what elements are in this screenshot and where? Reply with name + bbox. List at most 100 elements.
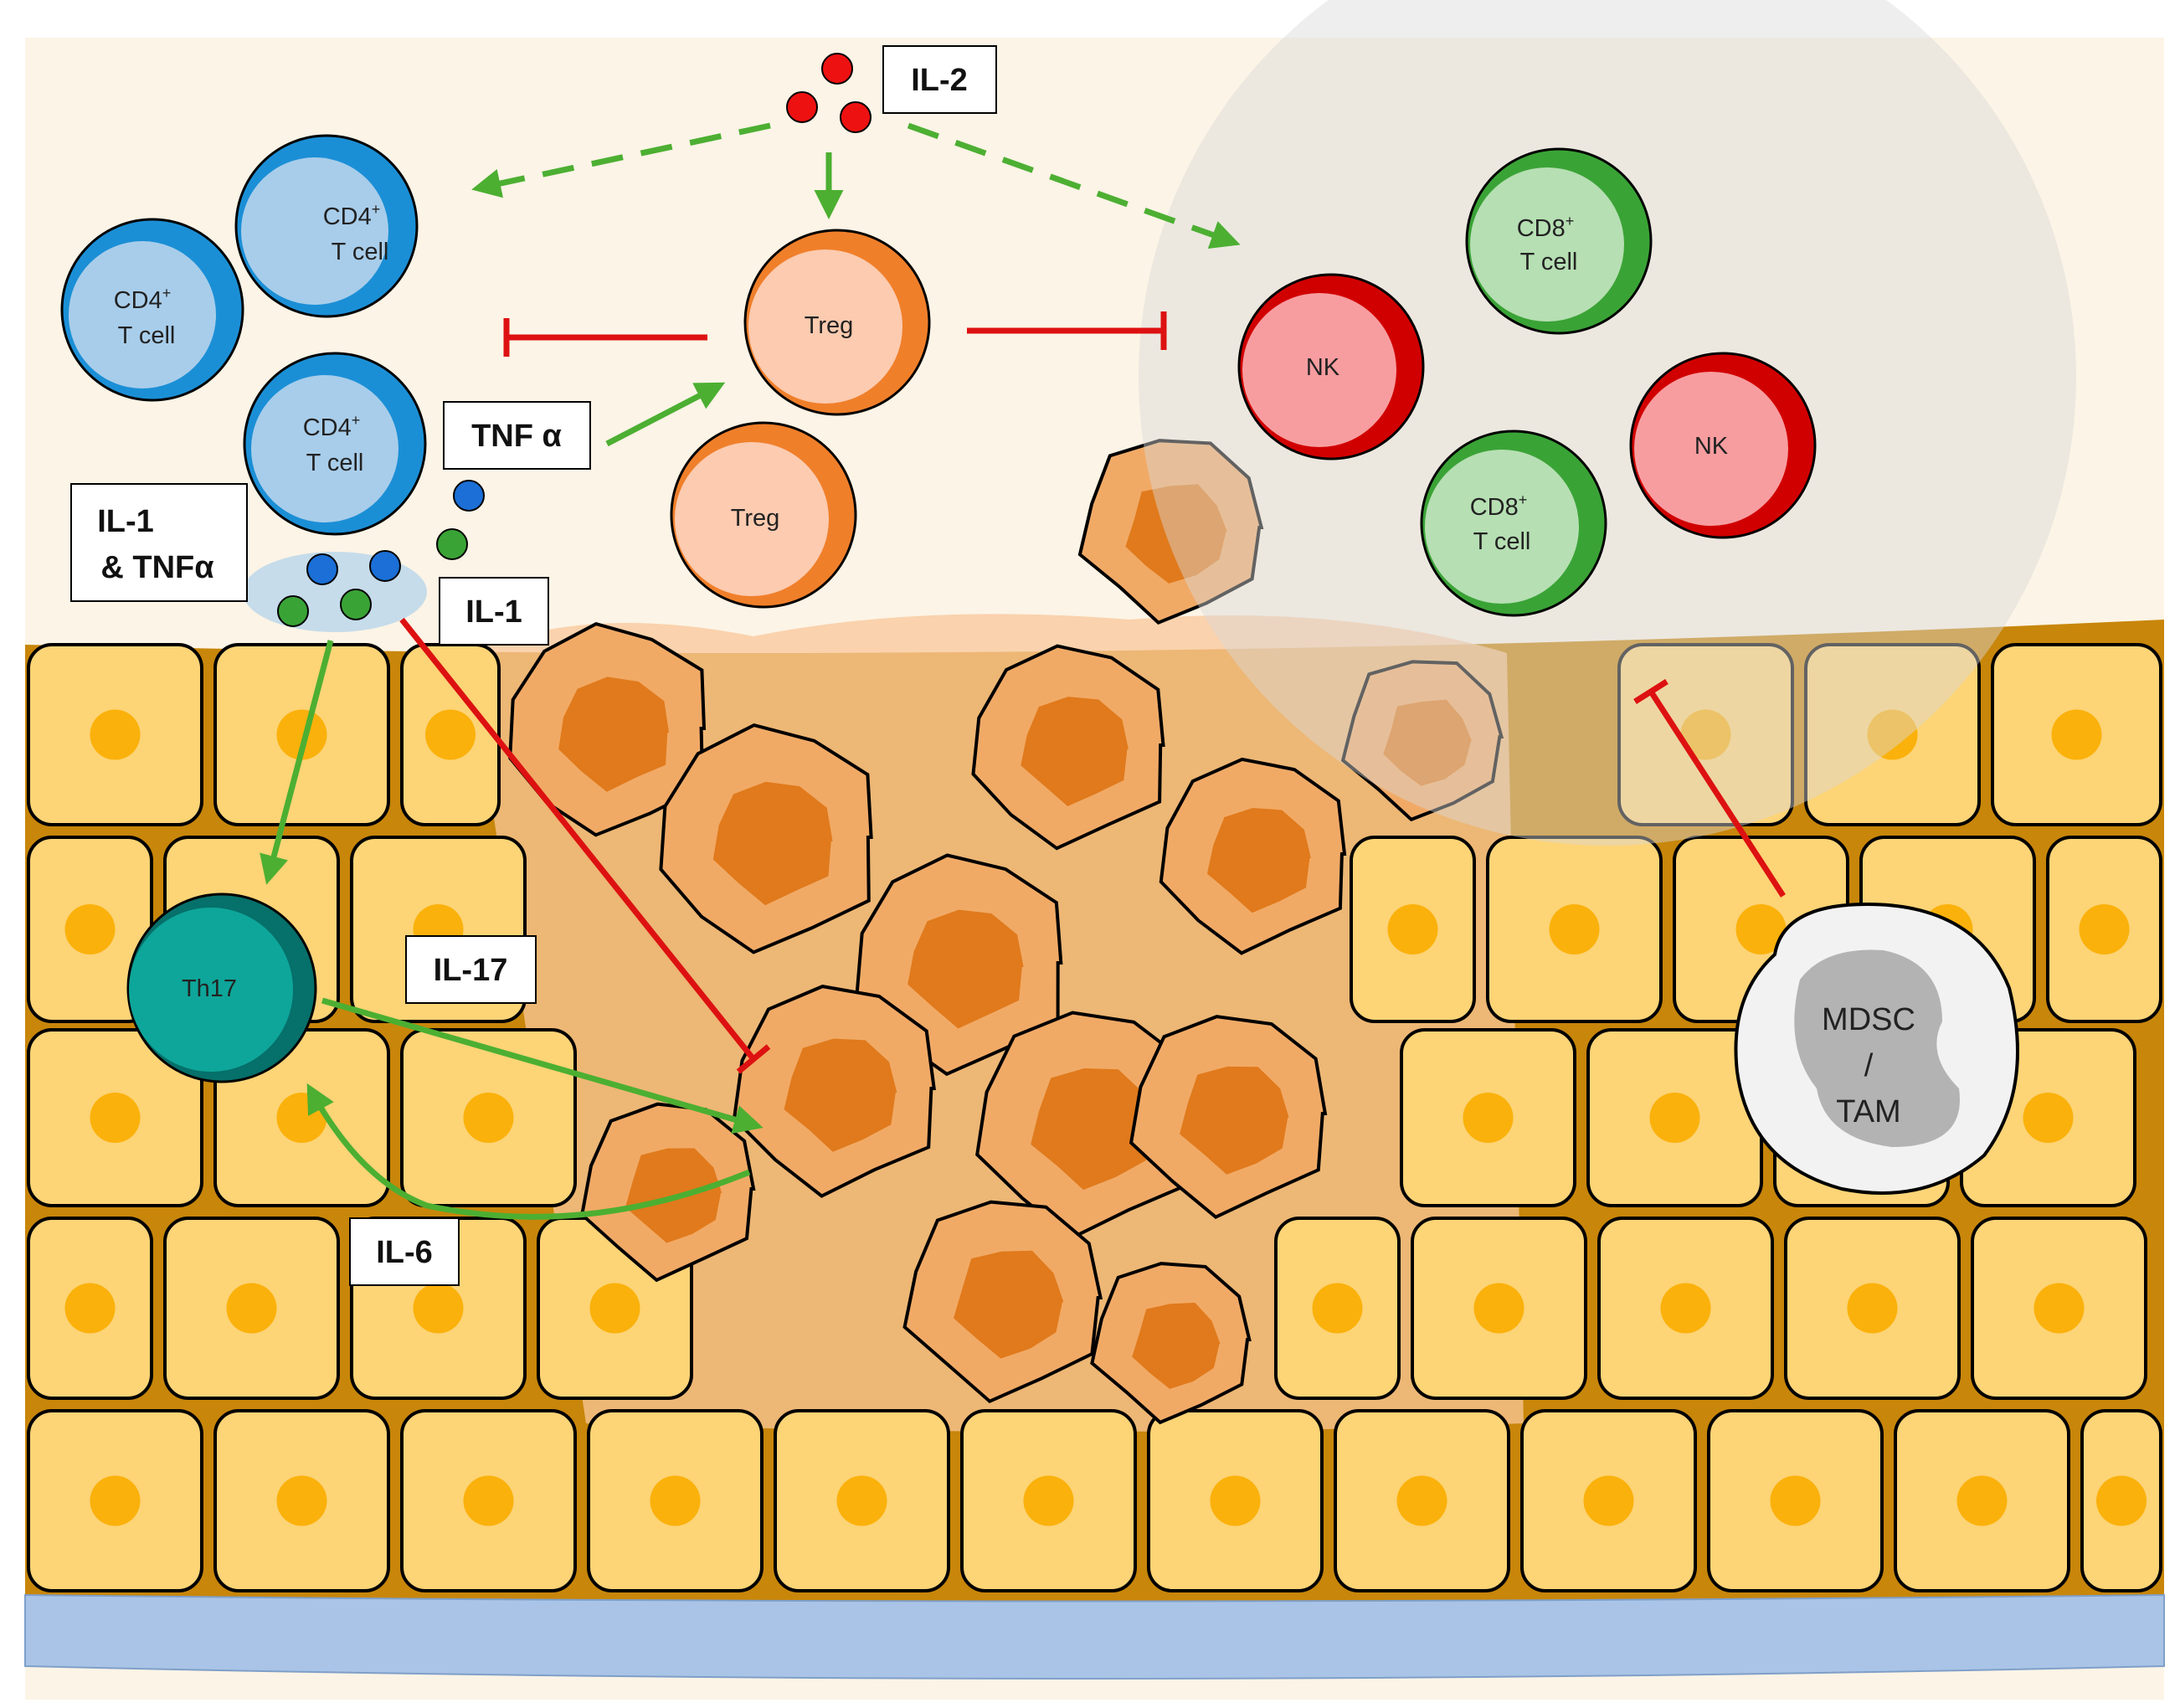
il1-tnfa-label-box: IL-1 & TNFα	[70, 483, 248, 602]
cd4-sup: +	[372, 201, 381, 218]
epithelial-cell	[1274, 1217, 1401, 1400]
epithelial-cell	[400, 643, 501, 826]
nk-label: NK	[1306, 354, 1340, 381]
treg-cell: Treg	[670, 421, 857, 609]
cd8-t-cell: CD8+ T cell	[1465, 147, 1653, 335]
activation-arrows	[260, 122, 1241, 1220]
tumor-cell	[1129, 1015, 1328, 1220]
cd4-label: CD4	[114, 287, 162, 314]
il6-label: IL-6	[376, 1235, 433, 1270]
cd8-sup: +	[1519, 491, 1528, 508]
il1-label: IL-1	[465, 594, 522, 630]
cd8-t-cell: CD8+ T cell	[1420, 430, 1607, 617]
th17-label: Th17	[182, 975, 237, 1002]
mdsc-slash: /	[1864, 1048, 1874, 1083]
il2-molecules	[786, 53, 871, 133]
cd4-label: CD4	[323, 203, 372, 230]
il1-tnfa-cytokine-cloud	[243, 480, 485, 632]
cd4-sup: +	[352, 412, 361, 429]
epithelial-cell	[27, 1028, 203, 1207]
mdsc-tam-cell: MDSC / TAM	[1734, 902, 2019, 1195]
epithelial-cell	[400, 1028, 577, 1207]
tumor-cell	[1077, 439, 1264, 625]
tumor-cell-cluster	[508, 439, 1504, 1425]
t-cell-label: T cell	[1473, 528, 1531, 555]
il2-label: IL-2	[911, 63, 968, 98]
epithelial-cell	[1486, 836, 1663, 1023]
tnf-alpha-label: TNF α	[471, 419, 562, 454]
epithelial-cell	[2046, 836, 2162, 1023]
epithelial-cell	[1617, 643, 1794, 826]
tumor-cell	[508, 621, 707, 837]
t-cell-label: T cell	[118, 322, 176, 349]
tumor-cell	[971, 644, 1165, 851]
epithelial-cell	[960, 1409, 1137, 1592]
il17-label-box: IL-17	[405, 935, 537, 1004]
epithelial-cell	[27, 1217, 153, 1400]
il1-tnfa-label-line1: IL-1	[97, 504, 154, 539]
immune-infiltrate-halo	[1139, 0, 2076, 846]
svg-text:CD4+: CD4+	[114, 285, 172, 314]
epithelial-cell	[27, 643, 203, 826]
il2-label-box: IL-2	[882, 45, 997, 114]
epithelial-cell	[1520, 1409, 1697, 1592]
epithelial-cell	[1411, 1217, 1587, 1400]
cd4-label: CD4	[303, 414, 352, 441]
cd4-t-cell: CD4+ T cell	[243, 352, 427, 536]
tumor-cell	[732, 985, 936, 1198]
epithelial-cell	[27, 1409, 203, 1592]
basement-membrane	[24, 1593, 2165, 1680]
epithelial-cell	[400, 1409, 577, 1592]
epithelial-cell	[1597, 1217, 1774, 1400]
t-cell-label: T cell	[1520, 249, 1578, 275]
epithelial-cell	[774, 1409, 950, 1592]
epithelial-cell	[1334, 1409, 1510, 1592]
treg-label: Treg	[731, 505, 780, 532]
epithelial-cell	[1784, 1217, 1961, 1400]
inhibition-arrows	[399, 311, 1786, 1074]
tumor-cell	[1159, 757, 1347, 955]
treg-label: Treg	[805, 312, 854, 339]
epithelial-cell	[1804, 643, 1981, 826]
epithelial-cell	[213, 1409, 390, 1592]
th17-cell: Th17	[126, 893, 317, 1083]
epithelial-cell	[1147, 1409, 1324, 1592]
svg-text:CD4+: CD4+	[323, 201, 381, 230]
il17-label: IL-17	[434, 953, 508, 988]
il1-label-box: IL-1	[439, 577, 549, 646]
treg-cell: Treg	[743, 229, 931, 416]
tumor-cell	[1340, 660, 1504, 822]
tumor-cell	[902, 1200, 1103, 1404]
cd8-label: CD8	[1517, 215, 1566, 242]
cd8-label: CD8	[1470, 494, 1519, 521]
epithelial-cell	[1894, 1409, 2070, 1592]
cd4-sup: +	[162, 285, 172, 301]
epithelial-cell	[1400, 1028, 1576, 1207]
nk-cell: NK	[1237, 273, 1425, 460]
il6-label-box: IL-6	[349, 1217, 460, 1286]
tam-label: TAM	[1836, 1094, 1900, 1129]
nk-label: NK	[1694, 433, 1729, 460]
tumor-cell	[1090, 1262, 1252, 1425]
epithelial-cell	[1991, 643, 2162, 826]
epithelial-cell	[163, 1217, 340, 1400]
mdsc-label: MDSC	[1822, 1002, 1915, 1037]
t-cell-label: T cell	[332, 239, 389, 265]
epithelial-cell	[1971, 1217, 2147, 1400]
tnf-alpha-label-box: TNF α	[443, 401, 591, 470]
nk-cell: NK	[1629, 352, 1817, 539]
tumor-cell	[659, 723, 873, 954]
t-cell-label: T cell	[306, 450, 364, 476]
epithelial-cell	[1707, 1409, 1884, 1592]
svg-text:CD8+: CD8+	[1470, 491, 1528, 521]
epithelial-cell	[2080, 1409, 2162, 1592]
epithelial-cell	[587, 1409, 764, 1592]
tumor-cell	[975, 1011, 1195, 1240]
cd8-sup: +	[1566, 213, 1575, 229]
cd4-t-cell: CD4+ T cell	[60, 218, 244, 402]
epithelial-cell	[1350, 836, 1476, 1023]
epithelial-cell	[213, 643, 390, 826]
svg-text:CD4+: CD4+	[303, 412, 361, 441]
il1-tnfa-label-line2: & TNFα	[100, 550, 213, 585]
